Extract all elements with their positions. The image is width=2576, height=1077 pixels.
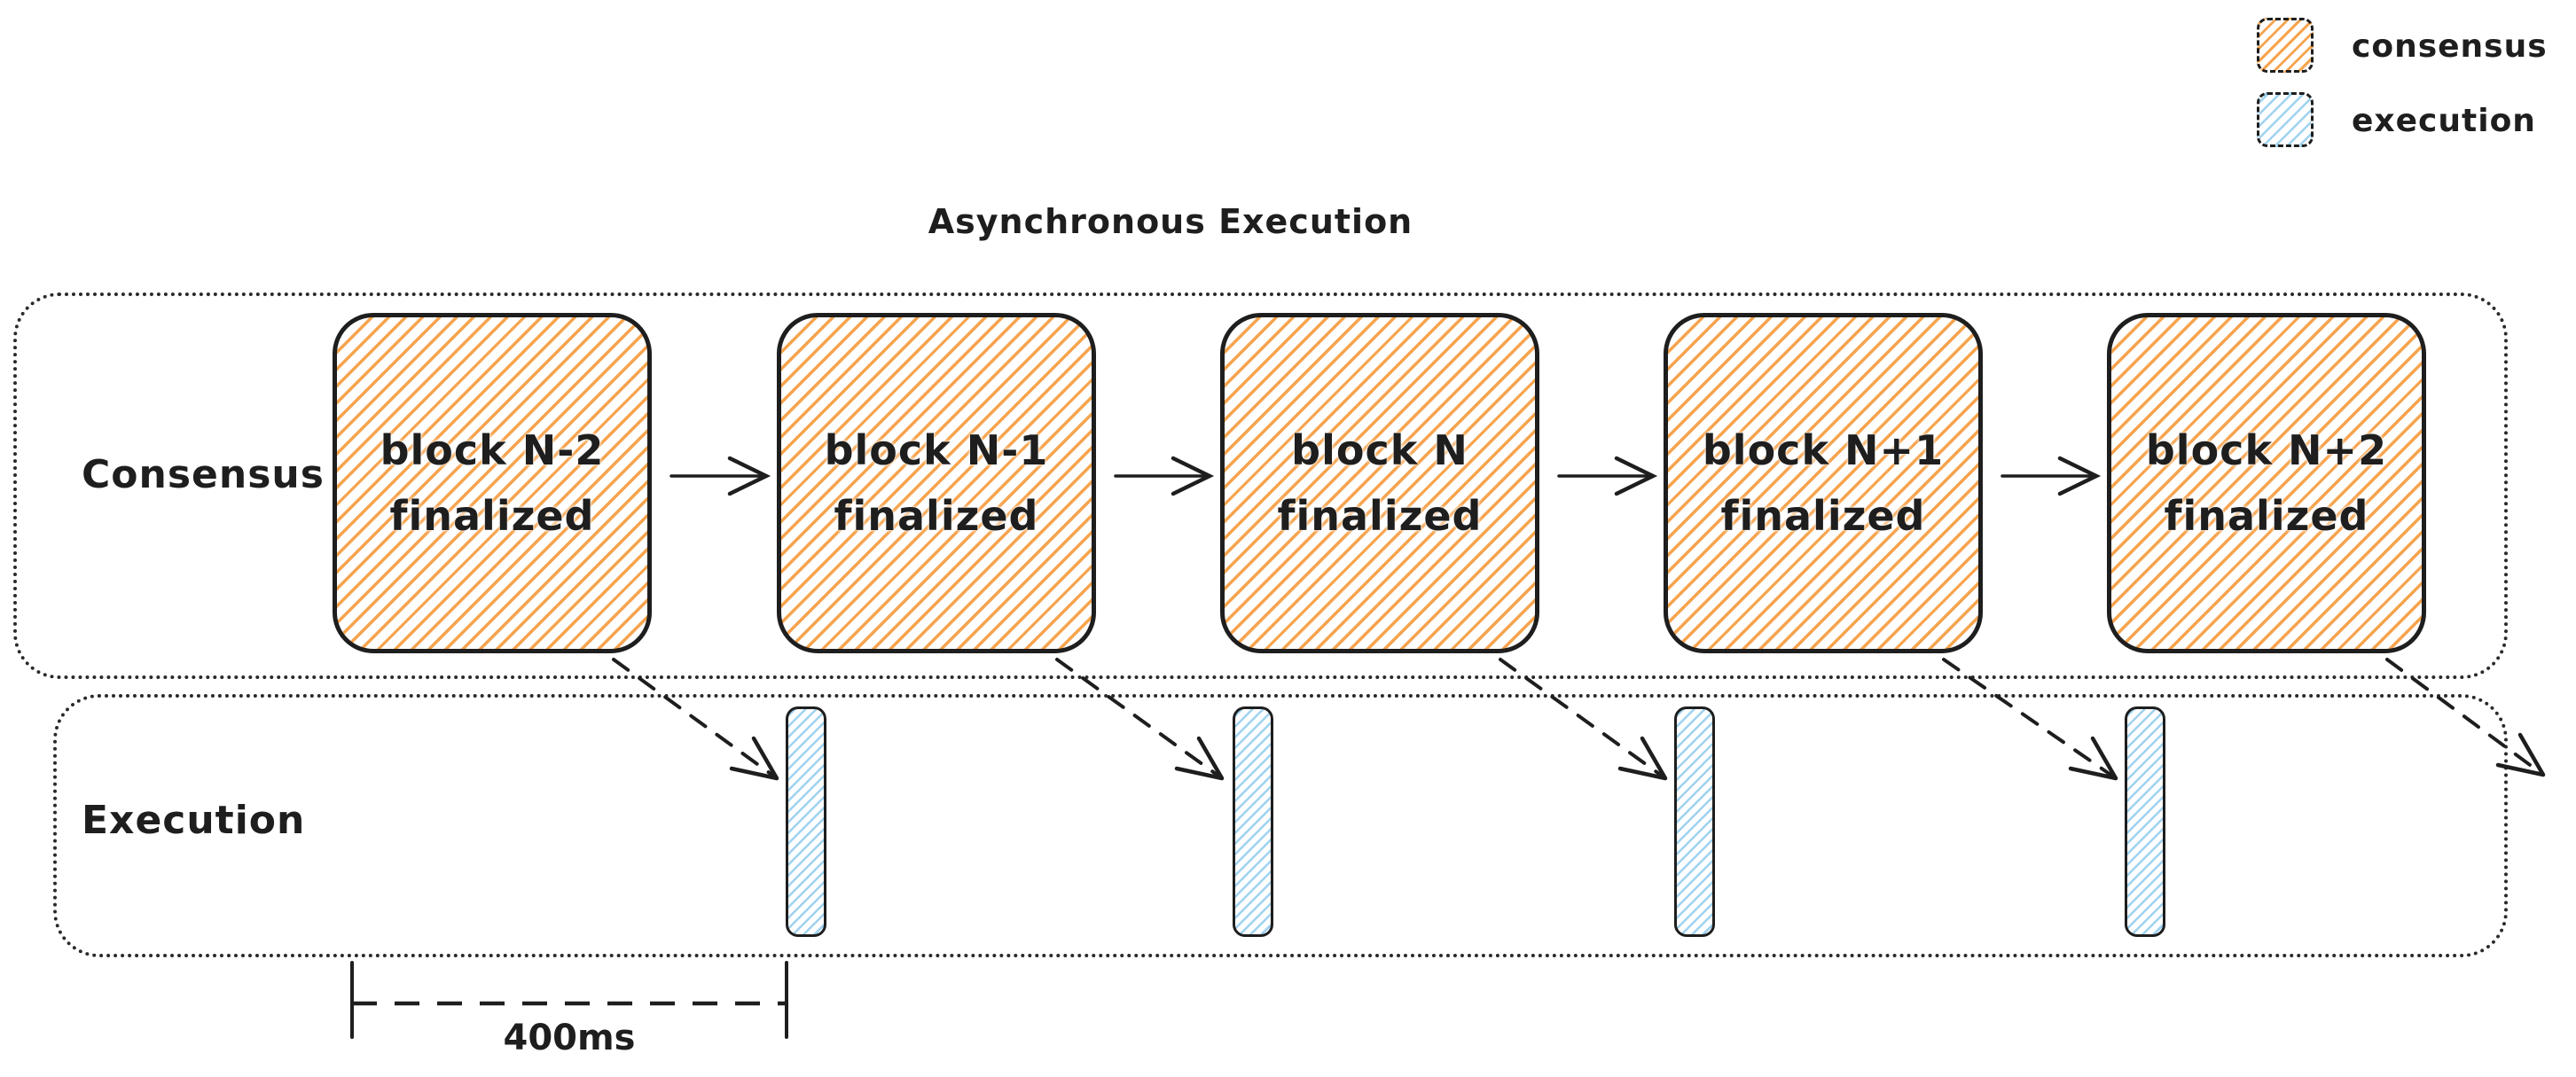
execution-bar-4 <box>2125 706 2165 937</box>
measurement-label: 400ms <box>503 1018 636 1058</box>
measurement-400ms <box>350 961 788 1039</box>
consensus-block-n: block N finalized <box>1220 313 1539 653</box>
block-label-line2: finalized <box>2164 492 2369 540</box>
consensus-lane-label: Consensus <box>82 452 325 497</box>
block-label-line2: finalized <box>834 492 1039 540</box>
legend-consensus-label: consensus <box>2352 28 2548 65</box>
block-label-line2: finalized <box>1277 492 1483 540</box>
execution-lane-label: Execution <box>82 798 306 843</box>
flow-arrow-4 <box>2001 456 2102 496</box>
exec-arrow-5-offscreen <box>2385 658 2546 777</box>
block-label-line1: block N+1 <box>1702 426 1945 474</box>
diagram-title: Asynchronous Execution <box>928 202 1413 241</box>
block-label-line1: block N-1 <box>824 426 1049 474</box>
legend-execution-swatch <box>2257 92 2314 147</box>
legend-consensus-swatch <box>2257 18 2314 73</box>
block-label-line1: block N-2 <box>380 426 605 474</box>
consensus-block-n-1: block N-1 finalized <box>777 313 1096 653</box>
block-label-line1: block N+2 <box>2145 426 2388 474</box>
execution-bar-3 <box>1674 706 1715 937</box>
block-label-line1: block N <box>1291 426 1468 474</box>
flow-arrow-2 <box>1114 456 1215 496</box>
exec-arrow-4 <box>1942 658 2118 781</box>
flow-arrow-3 <box>1557 456 1658 496</box>
consensus-lane <box>13 293 2508 679</box>
consensus-block-n-plus-1: block N+1 finalized <box>1664 313 1983 653</box>
legend-execution-label: execution <box>2352 103 2536 139</box>
execution-lane <box>53 694 2508 957</box>
consensus-block-n-plus-2: block N+2 finalized <box>2107 313 2426 653</box>
consensus-block-n-2: block N-2 finalized <box>333 313 652 653</box>
block-label-line2: finalized <box>389 492 595 540</box>
execution-bar-2 <box>1233 706 1273 937</box>
execution-bar-1 <box>786 706 826 937</box>
exec-arrow-2 <box>1055 658 1225 781</box>
flow-arrow-1 <box>669 456 771 496</box>
block-label-line2: finalized <box>1720 492 1926 540</box>
exec-arrow-3 <box>1499 658 1668 781</box>
exec-arrow-1 <box>612 658 779 781</box>
